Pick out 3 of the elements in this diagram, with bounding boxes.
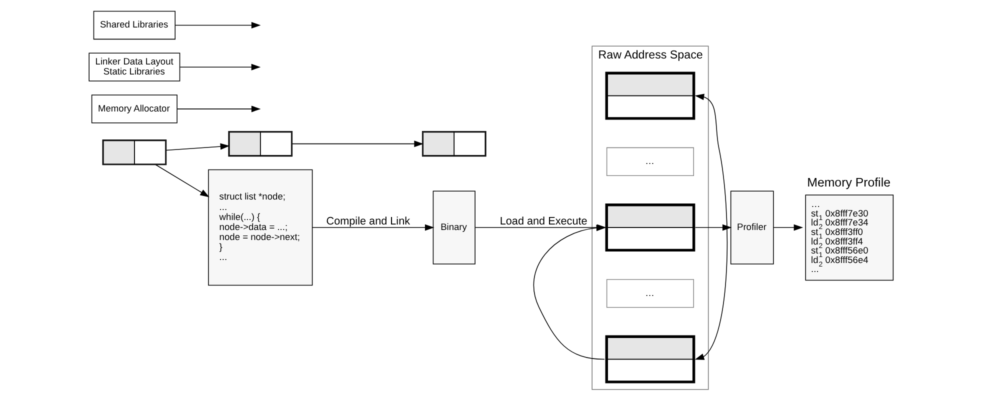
edge-label: Load and Execute xyxy=(500,216,588,228)
node-label: Memory Profile xyxy=(807,175,890,190)
edge-label: Compile and Link xyxy=(326,216,410,228)
